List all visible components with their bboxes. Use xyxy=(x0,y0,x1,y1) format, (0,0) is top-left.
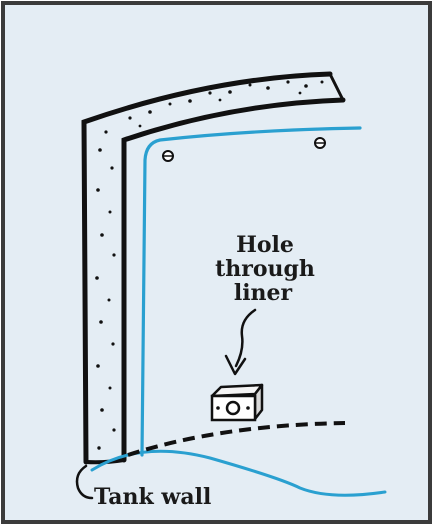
liner-hole-fitting xyxy=(212,385,262,420)
fastener-icon xyxy=(315,138,325,148)
fastener-icon xyxy=(163,151,173,161)
hole-label-line1: Hole xyxy=(236,232,294,258)
hole-label-line2: through xyxy=(215,256,315,282)
tank-wall-label: Tank wall xyxy=(94,484,211,510)
hole-label-line3: liner xyxy=(234,280,293,306)
